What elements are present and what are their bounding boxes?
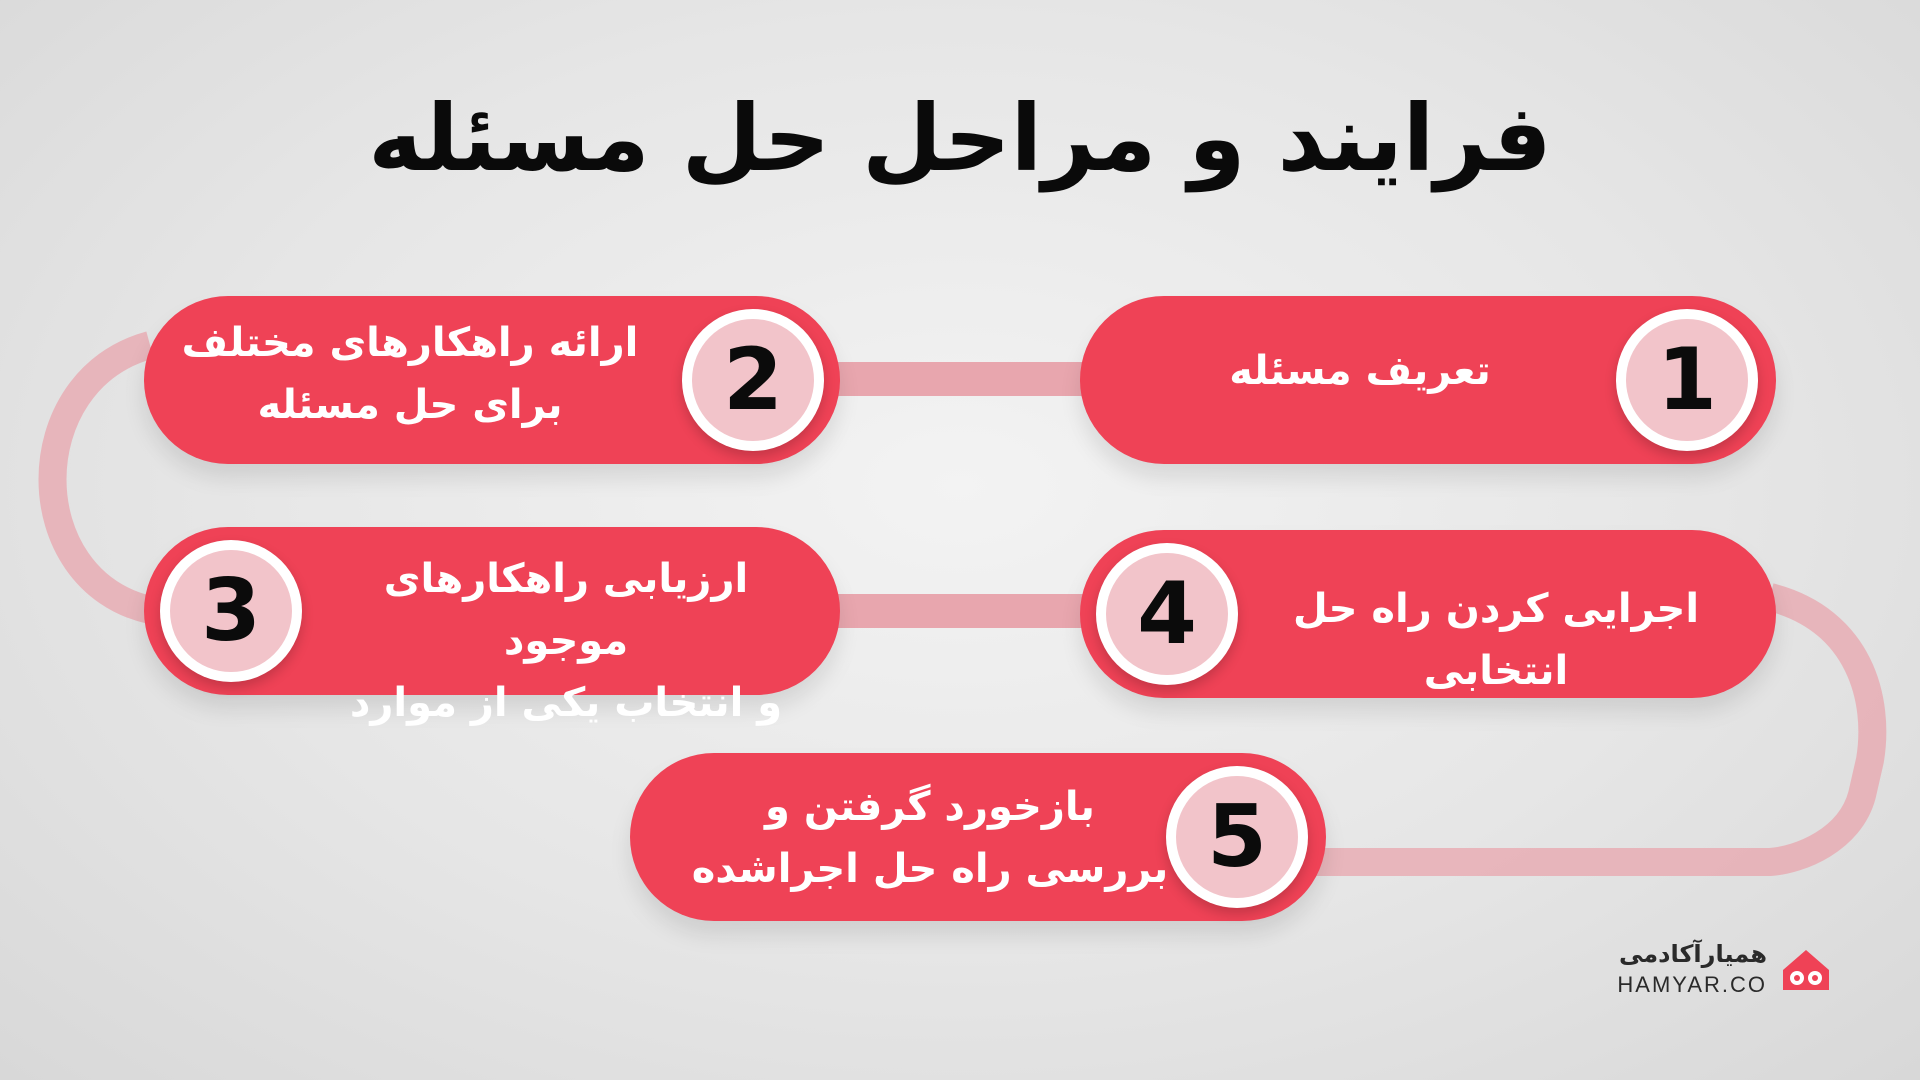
step-1-line-1: تعریف مسئله — [1229, 348, 1491, 394]
step-3-number: 3 — [170, 550, 292, 672]
step-5-text: بازخورد گرفتن و بررسی راه حل اجراشده — [690, 776, 1170, 900]
step-2-badge: 2 — [682, 309, 824, 451]
step-1-text: تعریف مسئله — [1130, 340, 1590, 402]
step-4-number: 4 — [1106, 553, 1228, 675]
brand-name-en: HAMYAR.CO — [1617, 972, 1767, 997]
page-title: فرایند و مراحل حل مسئله — [368, 85, 1552, 192]
step-2-line-2: برای حل مسئله — [257, 382, 563, 428]
step-3-line-1: ارزیابی راهکارهای موجود — [383, 556, 749, 664]
step-2-line-1: ارائه راهکارهای مختلف — [181, 320, 639, 366]
step-4-badge: 4 — [1096, 543, 1238, 685]
step-5-line-1: بازخورد گرفتن و — [765, 784, 1095, 830]
step-5-number: 5 — [1176, 776, 1298, 898]
step-3-text: ارزیابی راهکارهای موجود و انتخاب یکی از … — [316, 548, 816, 734]
step-4-text: اجرایی کردن راه حل انتخابی — [1236, 578, 1756, 702]
brand-name-fa: همیارآکادمی — [1618, 940, 1767, 968]
step-5-line-2: بررسی راه حل اجراشده — [691, 846, 1169, 892]
connector-4-5 — [1310, 583, 1887, 876]
step-4-line-1: اجرایی کردن راه حل انتخابی — [1292, 586, 1700, 694]
step-1-number: 1 — [1626, 319, 1748, 441]
step-5-badge: 5 — [1166, 766, 1308, 908]
connector-2-3 — [38, 331, 155, 624]
connector-1-2 — [820, 362, 1120, 396]
brand-logo: همیارآکادمی HAMYAR.CO — [1617, 940, 1835, 1002]
step-2-number: 2 — [692, 319, 814, 441]
step-2-text: ارائه راهکارهای مختلف برای حل مسئله — [170, 312, 650, 436]
step-3-badge: 3 — [160, 540, 302, 682]
step-3-line-2: و انتخاب یکی از موارد — [349, 680, 783, 726]
step-1-badge: 1 — [1616, 309, 1758, 451]
connector-3-4 — [820, 594, 1120, 628]
hamyar-logo-icon — [1783, 950, 1829, 990]
